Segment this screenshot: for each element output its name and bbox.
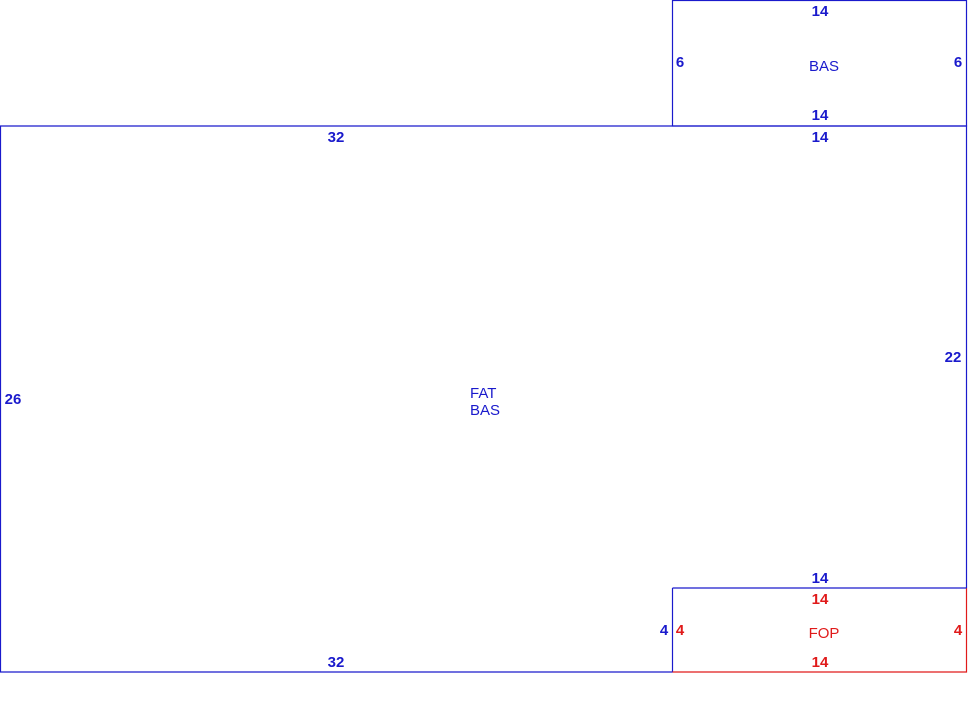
fat-bas-label-inner-left: 4 xyxy=(660,622,669,639)
fop-label-left: 4 xyxy=(676,622,685,639)
room-fat-bas: 32 14 26 22 FAT BAS 14 4 32 xyxy=(0,125,968,673)
room-fop: 14 FOP 4 4 14 xyxy=(672,587,968,673)
fat-bas-room-name-line2: BAS xyxy=(470,402,500,419)
fat-bas-label-top-left: 32 xyxy=(328,129,345,146)
bas-top-label-top: 14 xyxy=(812,3,829,20)
fop-label-top: 14 xyxy=(812,591,829,608)
fat-bas-room-name-line1: FAT xyxy=(470,385,496,402)
room-fat-bas-outline xyxy=(0,125,968,673)
fat-bas-label-top-right: 14 xyxy=(812,129,829,146)
room-bas-top: 14 BAS 6 6 14 xyxy=(671,0,968,127)
fat-bas-label-right: 22 xyxy=(945,349,962,366)
bas-top-label-left: 6 xyxy=(676,54,684,71)
fat-bas-label-left: 26 xyxy=(5,391,22,408)
fat-bas-label-bottom-right: 14 xyxy=(812,570,829,587)
fop-room-name: FOP xyxy=(809,625,840,642)
bas-top-label-right: 6 xyxy=(954,54,962,71)
fop-label-right: 4 xyxy=(954,622,963,639)
bas-top-label-bottom: 14 xyxy=(812,107,829,124)
fat-bas-label-bottom-left: 32 xyxy=(328,654,345,671)
room-fop-outline xyxy=(672,588,968,673)
fop-label-bottom: 14 xyxy=(812,654,829,671)
bas-top-room-name: BAS xyxy=(809,58,839,75)
